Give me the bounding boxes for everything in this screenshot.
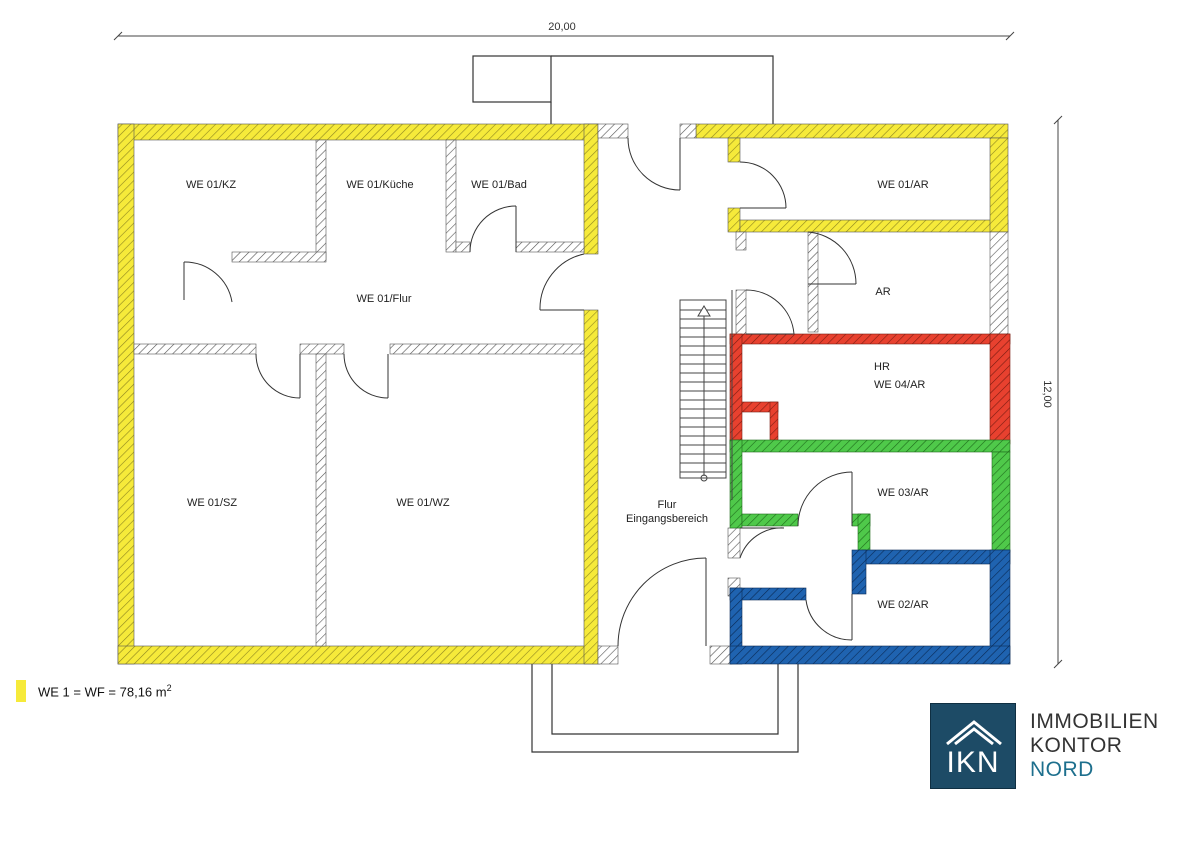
room-hr: HR bbox=[874, 361, 890, 373]
room-we01-kueche: WE 01/Küche bbox=[346, 179, 413, 191]
balcony-north bbox=[472, 55, 774, 124]
room-we03-ar: WE 03/AR bbox=[877, 487, 928, 499]
room-flur: Flur bbox=[658, 499, 677, 511]
room-we01-wz: WE 01/WZ bbox=[396, 497, 449, 509]
legend-text: WE 1 = WF = 78,16 m2 bbox=[38, 682, 172, 700]
staircase bbox=[679, 290, 733, 500]
legend-swatch-yellow bbox=[16, 680, 26, 702]
legend-we1: WE 1 = WF = 78,16 m2 bbox=[16, 680, 172, 702]
room-ar: AR bbox=[875, 286, 890, 298]
room-we01-flur: WE 01/Flur bbox=[356, 293, 411, 305]
logo-mark: IKN bbox=[930, 703, 1016, 789]
logo-line-1: IMMOBILIEN bbox=[1030, 710, 1159, 733]
logo-abbreviation: IKN bbox=[946, 746, 1000, 779]
logo-line-2: KONTOR bbox=[1030, 734, 1123, 757]
room-we04-ar: WE 04/AR bbox=[874, 379, 925, 391]
house-roof-icon bbox=[946, 720, 1002, 746]
room-we01-ar: WE 01/AR bbox=[877, 179, 928, 191]
door-swings bbox=[183, 137, 857, 647]
we3-walls bbox=[729, 439, 1011, 555]
dimension-width bbox=[113, 31, 1015, 41]
room-eingangsbereich: Eingangsbereich bbox=[626, 513, 708, 525]
terrace-south bbox=[531, 664, 799, 753]
dimension-height bbox=[1053, 115, 1063, 669]
room-labels: WE 01/KZ WE 01/Küche WE 01/Bad WE 01/Flu… bbox=[186, 179, 929, 611]
we1-walls bbox=[117, 123, 1009, 665]
room-we01-sz: WE 01/SZ bbox=[187, 497, 237, 509]
we4-walls bbox=[729, 333, 1011, 445]
we2-walls bbox=[729, 549, 1011, 665]
dimension-height-label: 12,00 bbox=[1041, 380, 1053, 408]
interior-walls bbox=[133, 123, 1009, 665]
logo-line-3: NORD bbox=[1030, 758, 1094, 781]
room-we02-ar: WE 02/AR bbox=[877, 599, 928, 611]
company-logo: IKN IMMOBILIEN KONTOR NORD bbox=[930, 702, 1159, 790]
logo-wordmark: IMMOBILIEN KONTOR NORD bbox=[1030, 710, 1159, 782]
room-we01-kz: WE 01/KZ bbox=[186, 179, 236, 191]
dimension-width-label: 20,00 bbox=[548, 21, 576, 33]
room-we01-bad: WE 01/Bad bbox=[471, 179, 527, 191]
